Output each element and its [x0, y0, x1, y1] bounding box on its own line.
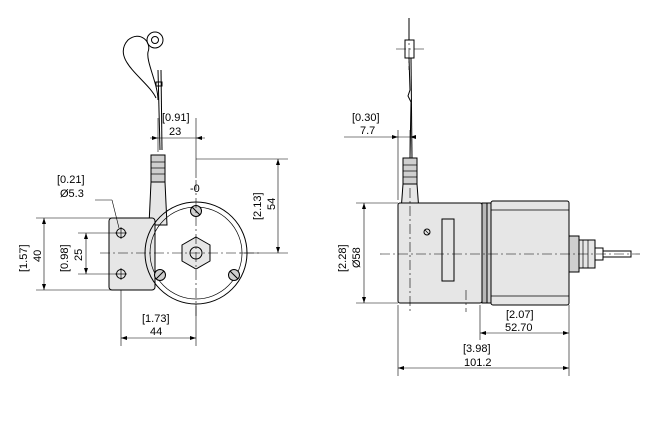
- offset-inch-label: [0.91]: [162, 112, 190, 124]
- side-offset-mm-label: 7.7: [360, 125, 375, 137]
- offset-mm-label: 23: [169, 126, 181, 138]
- total-length-inch-label: [3.98]: [463, 343, 491, 355]
- side-view: [0.30] 7.7 [2.28] Ø58 [2.07] 52.70 [3.98…: [337, 18, 640, 376]
- bracket-height-mm-label: 40: [32, 250, 44, 262]
- body-length-mm-label: 52.70: [505, 322, 533, 334]
- mounting-bracket: [108, 217, 156, 291]
- side-housing: [397, 202, 483, 304]
- hole-spacing-mm-label: 25: [73, 249, 85, 261]
- width-mm-label: 44: [150, 326, 162, 338]
- side-offset-inch-label: [0.30]: [352, 112, 380, 124]
- front-view: [0.91] 23 [0.21] Ø5.3 -0 [2.13] 54 [1.57…: [18, 31, 288, 346]
- total-length-mm-label: 101.2: [464, 357, 492, 369]
- hole-inch-label: [0.21]: [57, 174, 85, 186]
- diameter-inch-label: [2.28]: [337, 244, 349, 272]
- cable-loop: [122, 35, 159, 101]
- height-inch-label: [2.13]: [252, 192, 264, 220]
- screw: [228, 269, 240, 281]
- hole-mm-label: Ø5.3: [60, 188, 84, 200]
- side-rear-body: [490, 200, 570, 306]
- side-screw: [423, 228, 431, 236]
- diameter-mm-label: Ø58: [351, 247, 363, 268]
- cable-gland: [150, 154, 166, 183]
- side-label-plate: [441, 218, 455, 282]
- width-inch-label: [1.73]: [142, 313, 170, 325]
- screw: [154, 269, 166, 281]
- bracket-height-inch-label: [1.57]: [18, 244, 30, 272]
- hole-spacing-inch-label: [0.98]: [59, 244, 71, 272]
- zero-mark-label: -0: [190, 183, 200, 195]
- height-mm-label: 54: [266, 198, 278, 210]
- ring-terminal: [146, 31, 164, 49]
- body-length-inch-label: [2.07]: [506, 309, 534, 321]
